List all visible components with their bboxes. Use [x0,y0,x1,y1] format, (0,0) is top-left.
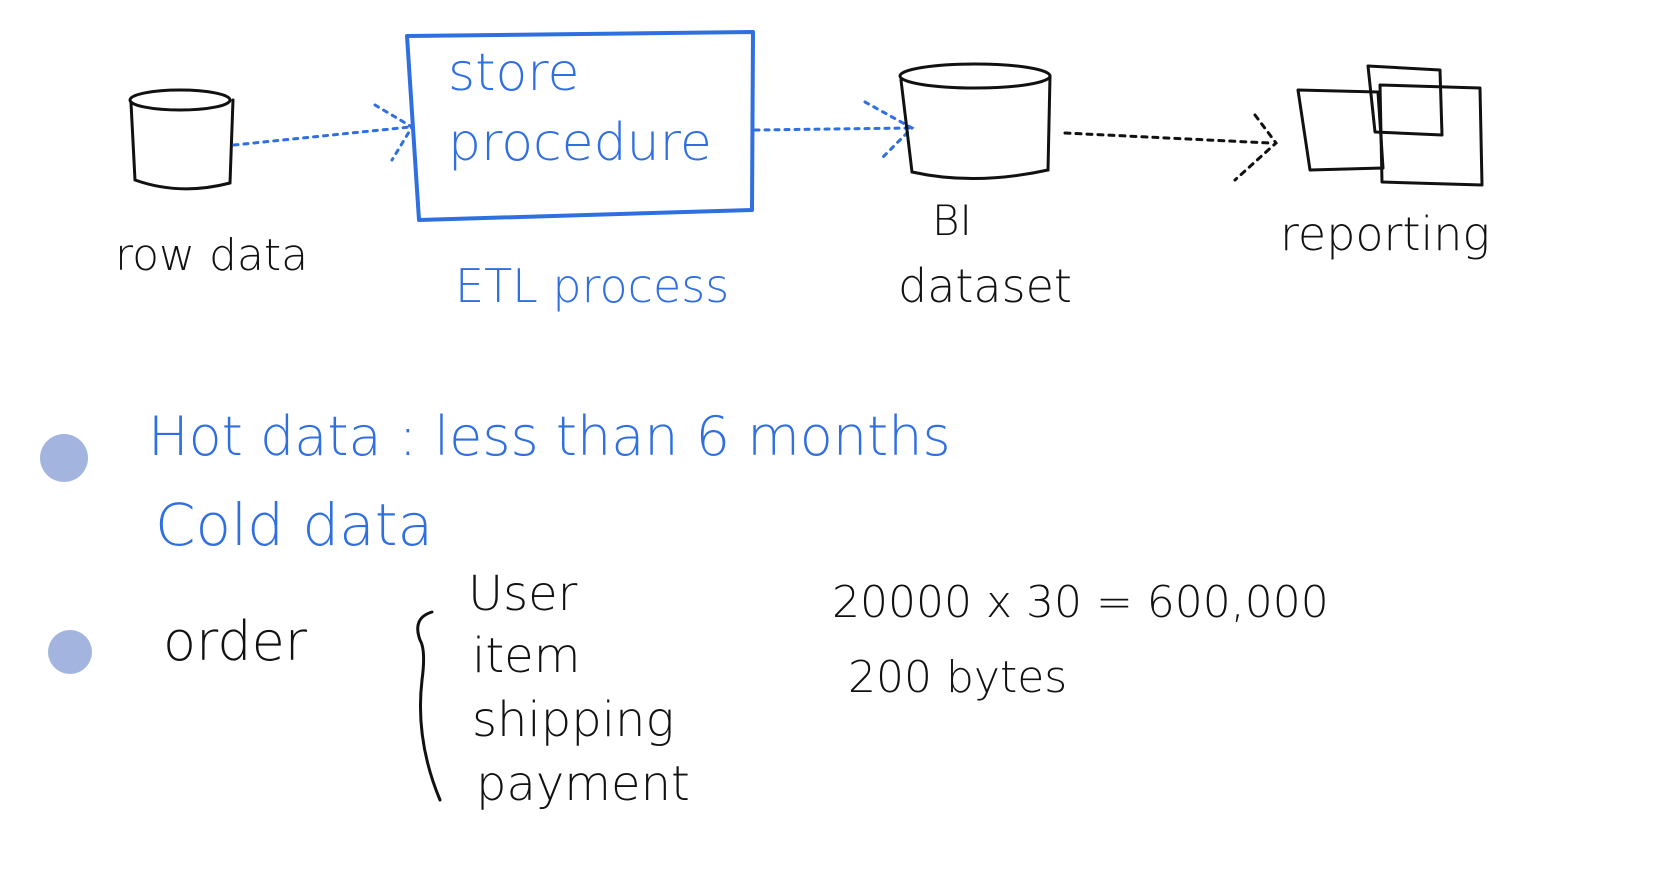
cold-data-note: Cold data [155,491,433,559]
bullet-icon [48,630,92,674]
order-item-payment: payment [476,756,690,812]
bullet-icon [40,434,88,482]
store-procedure-box [405,30,755,222]
order-label: order [163,610,308,673]
order-item-item: item [472,628,580,684]
calculation-note: 20000 x 30 = 600,000 [832,577,1329,628]
arrow-procedure-to-bi [753,100,915,160]
hot-data-note: Hot data : less than 6 months [148,405,951,468]
raw-data-label: row data [115,230,308,281]
raw-data-database-icon [128,88,235,191]
bi-dataset-database-icon [898,62,1052,180]
arrow-raw-to-procedure [232,103,415,162]
arrow-bi-to-reporting [1063,113,1279,182]
order-item-shipping: shipping [472,692,674,748]
reporting-label: reporting [1280,207,1490,261]
bytes-note: 200 bytes [848,652,1067,703]
procedure-line-2: procedure [448,113,712,173]
etl-process-label: ETL process [455,259,729,313]
reporting-documents-icon [1296,64,1484,187]
bi-label-line-2: dataset [898,259,1072,313]
bi-label-line-1: BI [932,196,972,245]
procedure-line-1: store [448,43,580,103]
order-item-user: User [468,566,578,622]
brace-icon [416,610,442,802]
